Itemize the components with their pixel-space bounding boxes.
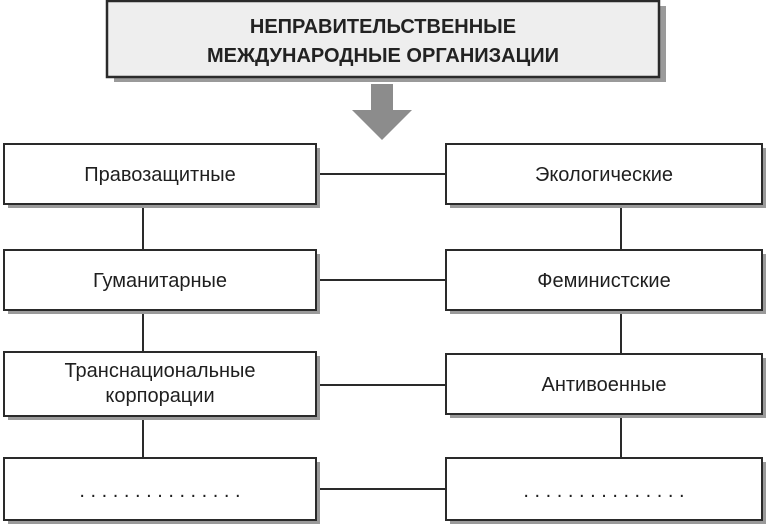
box-ecological: Экологические [445,143,766,208]
box-label-line-1: Транснациональные [64,360,255,382]
box-label: Правозащитные [84,164,236,186]
down-arrow-icon [352,84,412,140]
box-anti-war: Антивоенные [445,353,766,418]
box-label: Феминистские [537,270,670,292]
box-label: Гуманитарные [93,270,227,292]
box-feminist: Феминистские [445,249,766,314]
placeholder-dots: . . . . . . . . . . . . . . . [523,480,684,502]
box-label-line-2: корпорации [105,385,214,407]
box-label: Антивоенные [542,374,667,396]
box-human-rights: Правозащитные [3,143,320,208]
box-left-placeholder: . . . . . . . . . . . . . . . [3,457,320,524]
box-label: Экологические [535,164,673,186]
box-transnational-corporations: Транснациональные корпорации [3,351,320,420]
title-box: НЕПРАВИТЕЛЬСТВЕННЫЕ МЕЖДУНАРОДНЫЕ ОРГАНИ… [105,0,666,82]
placeholder-dots: . . . . . . . . . . . . . . . [79,480,240,502]
title-line-1: НЕПРАВИТЕЛЬСТВЕННЫЕ [250,16,516,38]
box-right-placeholder: . . . . . . . . . . . . . . . [445,457,766,524]
box-humanitarian: Гуманитарные [3,249,320,314]
title-line-2: МЕЖДУНАРОДНЫЕ ОРГАНИЗАЦИИ [207,45,559,67]
